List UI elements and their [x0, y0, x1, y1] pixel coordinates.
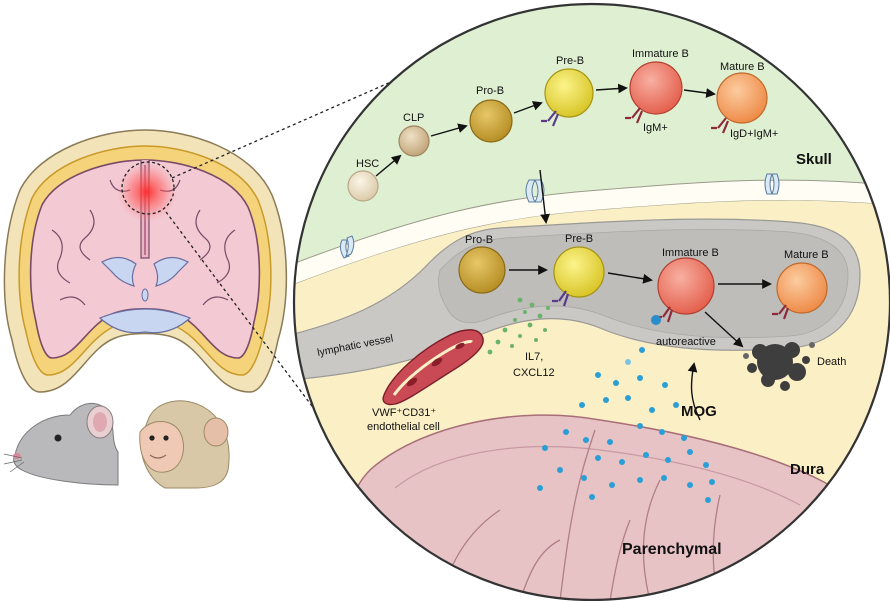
dura-pro-b-cell	[458, 246, 506, 294]
hsc-cell	[347, 170, 379, 202]
mature-b-cell	[716, 72, 768, 124]
dura-immature-b-cell	[657, 257, 715, 315]
skull-region-label: Skull	[796, 151, 832, 168]
chemokine-dots	[487, 297, 550, 355]
mog-label: MOG	[681, 403, 717, 420]
skull-channels	[339, 173, 780, 259]
dura-pre-b-label: Pre-B	[565, 233, 593, 245]
skull-region	[294, 4, 890, 265]
dura-arrows	[509, 265, 772, 421]
endothelial-label-line1: VWF⁺CD31⁺	[372, 407, 436, 419]
pre-b-cell	[544, 68, 594, 118]
autoreactive-label: autoreactive	[656, 336, 716, 348]
mog-dots	[537, 347, 715, 503]
monkey-icon	[139, 400, 230, 489]
dura-mature-b-label: Mature B	[784, 249, 829, 261]
pro-b-label: Pro-B	[476, 85, 504, 97]
parenchymal-region-label: Parenchymal	[622, 541, 722, 558]
death-label: Death	[817, 356, 846, 368]
brain-coronal-section-icon	[3, 129, 288, 393]
endothelial-label-line2: endothelial cell	[367, 421, 440, 433]
pre-b-label: Pre-B	[556, 55, 584, 67]
igm-label: IgM+	[643, 122, 668, 134]
endothelial-vessel-icon	[382, 329, 484, 406]
dura-mature-b-cell	[776, 262, 828, 314]
immature-b-cell	[629, 61, 683, 115]
dura-pre-b-cell	[553, 246, 605, 298]
clp-label: CLP	[403, 112, 424, 124]
mouse-icon	[3, 402, 119, 486]
dura-region-label: Dura	[790, 461, 825, 478]
il7-label-line1: IL7,	[525, 351, 543, 363]
dead-cell-cluster	[743, 342, 815, 391]
il7-label-line2: CXCL12	[513, 367, 555, 379]
skull-arrows	[375, 83, 716, 224]
hsc-label: HSC	[356, 158, 379, 170]
clp-cell	[398, 125, 430, 157]
igd-igm-label: IgD+IgM+	[730, 128, 778, 140]
immature-b-label: Immature B	[632, 48, 689, 60]
dura-immature-b-label: Immature B	[662, 247, 719, 259]
mature-b-label: Mature B	[720, 61, 765, 73]
zoom-circle	[292, 2, 890, 601]
pro-b-cell	[469, 99, 513, 143]
dura-pro-b-label: Pro-B	[465, 234, 493, 246]
